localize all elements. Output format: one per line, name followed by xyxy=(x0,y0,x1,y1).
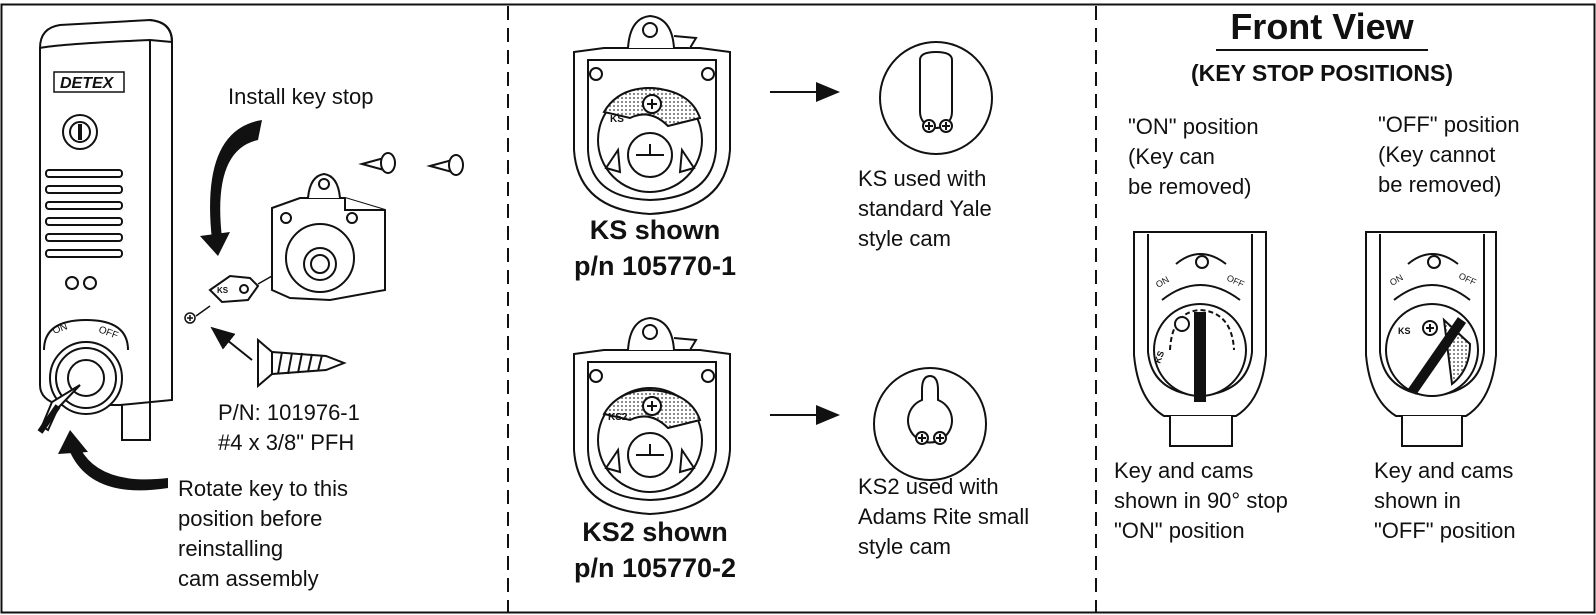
install-key-stop-label: Install key stop xyxy=(228,84,374,109)
ks-title: KS shown xyxy=(589,215,721,245)
screw-pointer-arrow xyxy=(210,326,253,361)
ks-desc-line: KS used with xyxy=(858,166,987,191)
on-caption-line: shown in 90° stop xyxy=(1114,488,1288,513)
rotate-curved-arrow xyxy=(58,430,168,491)
key-stop-ks-label: KS xyxy=(217,286,229,295)
yale-cam-icon xyxy=(879,41,993,155)
on-header-line: "ON" position xyxy=(1128,114,1259,139)
rotate-line: Rotate key to this xyxy=(178,476,348,501)
small-screw-icon xyxy=(184,305,211,324)
on-header-line: (Key can xyxy=(1128,144,1215,169)
on-header-line: be removed) xyxy=(1128,174,1252,199)
off-header-line: (Key cannot xyxy=(1378,142,1496,167)
off-position-view xyxy=(1365,231,1497,447)
off-caption-line: shown in xyxy=(1374,488,1461,513)
off-caption-line: "OFF" position xyxy=(1374,518,1516,543)
screw-part-number: P/N: 101976-1 xyxy=(218,400,360,425)
off-caption-line: Key and cams xyxy=(1374,458,1514,483)
screw-size: #4 x 3/8" PFH xyxy=(218,430,355,455)
off-header-line: be removed) xyxy=(1378,172,1502,197)
exit-alarm-device xyxy=(37,18,173,441)
off-header-line: "OFF" position xyxy=(1378,112,1520,137)
ks-part-number: p/n 105770-1 xyxy=(573,251,737,281)
rotate-line: reinstalling xyxy=(178,536,284,561)
ks2-description: KS2 used with Adams Rite small style cam xyxy=(858,472,1029,562)
ks-desc-line: style cam xyxy=(858,226,951,251)
outer-border xyxy=(0,3,1596,614)
rotate-line: cam assembly xyxy=(178,566,319,591)
cam-assembly xyxy=(271,172,386,302)
on-position-caption: Key and cams shown in 90° stop "ON" posi… xyxy=(1114,456,1288,546)
front-view-title: Front View xyxy=(1230,6,1414,47)
key-stop-positions-subtitle: (KEY STOP POSITIONS) xyxy=(1190,60,1453,86)
ks2-title: KS2 shown xyxy=(582,517,728,547)
adams-rite-cam-icon xyxy=(873,367,987,481)
rotate-key-instruction: Rotate key to this position before reins… xyxy=(178,474,348,594)
screw-spec: P/N: 101976-1 #4 x 3/8" PFH xyxy=(218,398,360,458)
ks2-desc-line: Adams Rite small xyxy=(858,504,1030,529)
ks-caption: KS shown p/n 105770-1 xyxy=(560,212,750,284)
ks2-desc-line: KS2 used with xyxy=(858,474,999,499)
ks2-caption: KS2 shown p/n 105770-2 xyxy=(560,514,750,586)
flat-head-screw-icon xyxy=(257,337,347,389)
key-stop-part xyxy=(208,274,260,304)
off-position-caption: Key and cams shown in "OFF" position xyxy=(1374,456,1516,546)
switch-on-label: ON xyxy=(51,321,69,336)
ks2-badge: KS2 xyxy=(608,412,628,423)
rotate-line: position before xyxy=(178,506,323,531)
install-curved-arrow xyxy=(200,120,262,256)
ks-badge-on-view: KS xyxy=(1152,350,1166,365)
on-caption-line: Key and cams xyxy=(1114,458,1254,483)
mounting-screw-icon xyxy=(358,152,464,176)
brand-logo: DETEX xyxy=(60,75,115,92)
on-caption-line: "ON" position xyxy=(1114,518,1245,543)
ks2-part-number: p/n 105770-2 xyxy=(573,553,737,583)
on-position-view xyxy=(1133,231,1267,447)
ks-cam-assembly xyxy=(573,14,731,216)
on-position-header: "ON" position (Key can be removed) xyxy=(1128,112,1259,202)
off-position-header: "OFF" position (Key cannot be removed) xyxy=(1378,110,1520,200)
ks2-cam-assembly xyxy=(573,316,731,516)
ks-desc-line: standard Yale xyxy=(858,196,992,221)
ks-badge-off-view: KS xyxy=(1398,326,1411,336)
ks-description: KS used with standard Yale style cam xyxy=(858,164,992,254)
ks-badge: KS xyxy=(610,114,624,125)
ks2-desc-line: style cam xyxy=(858,534,951,559)
